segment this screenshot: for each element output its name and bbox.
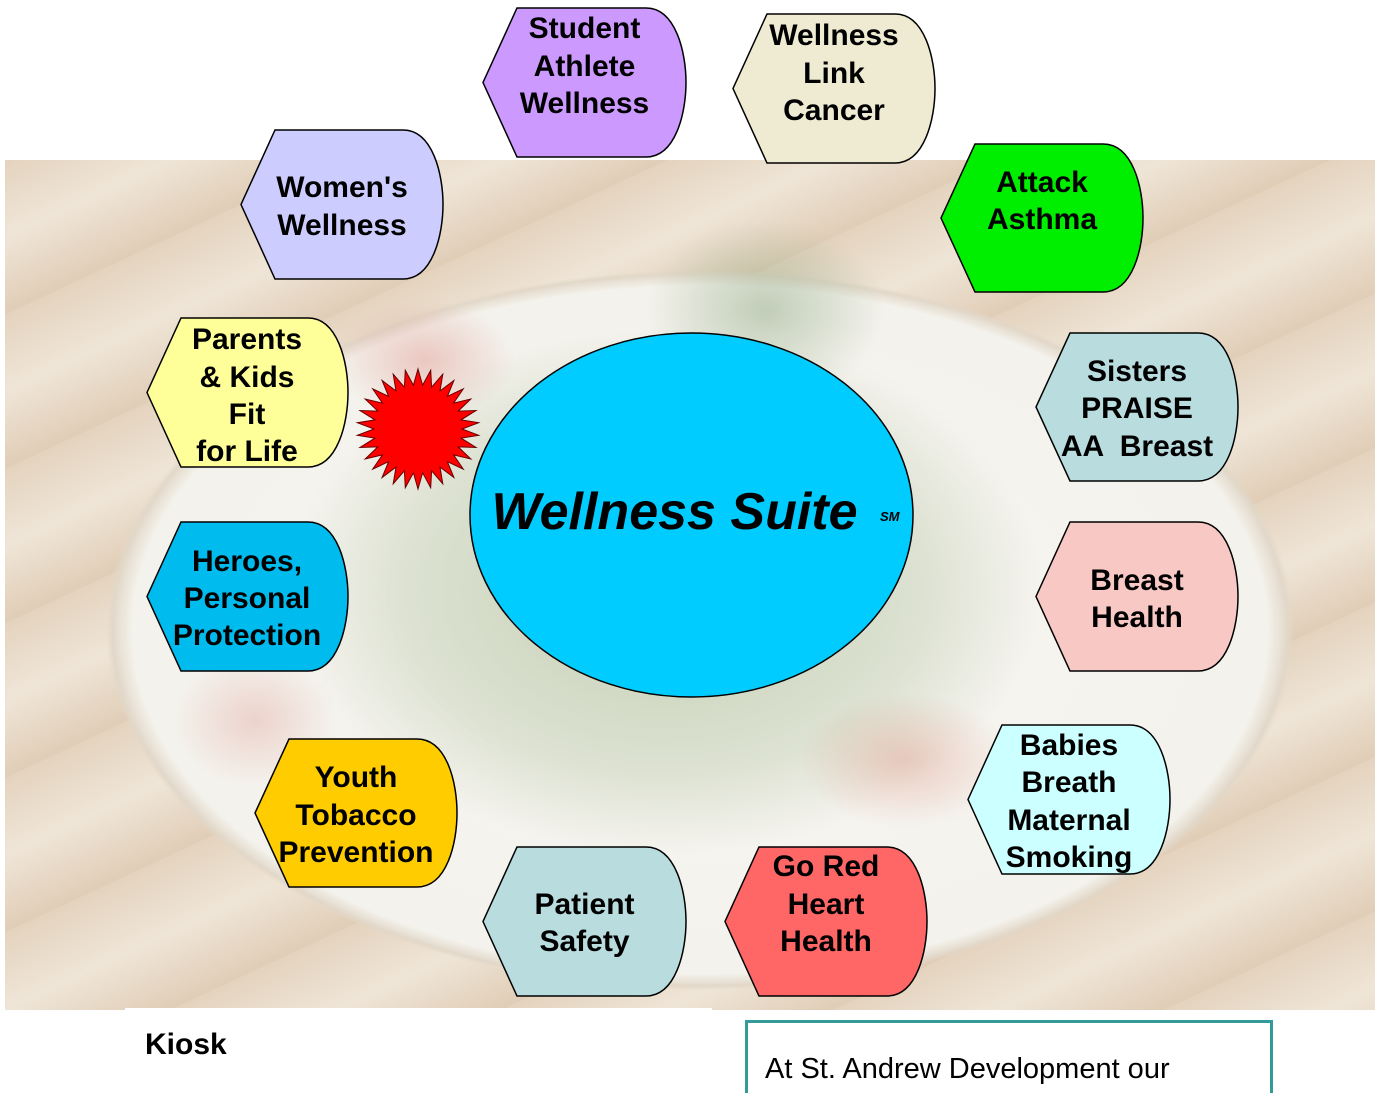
node-youth-tobacco-prevention[interactable]: Youth Tobacco Prevention xyxy=(254,738,458,888)
red-starburst-icon xyxy=(355,367,481,491)
node-shape xyxy=(724,846,928,997)
node-label-line: Personal xyxy=(184,582,311,615)
node-label-line: Asthma xyxy=(987,203,1097,236)
node-label-line: Maternal xyxy=(1007,804,1130,837)
node-shape xyxy=(967,724,1171,875)
node-go-red-heart-health[interactable]: Go Red Heart Health xyxy=(724,846,928,997)
node-label-line: Fit xyxy=(229,398,266,431)
node-shape xyxy=(254,738,458,888)
center-ellipse xyxy=(469,332,914,698)
kiosk-panel: Kiosk xyxy=(125,1008,712,1093)
info-text-box: At St. Andrew Development our xyxy=(745,1020,1273,1093)
node-label-line: Health xyxy=(780,925,872,958)
node-shape xyxy=(240,129,444,280)
center-title: Wellness Suite xyxy=(491,483,857,541)
node-label-line: Athlete xyxy=(534,50,636,83)
node-label-line: Women's xyxy=(276,171,408,204)
center-hub: Wellness Suite SM xyxy=(469,332,914,698)
node-shape xyxy=(940,143,1144,293)
node-label-line: Tobacco xyxy=(295,799,416,832)
node-label-line: Parents xyxy=(192,323,302,356)
node-label-line: Wellness xyxy=(520,87,650,120)
kiosk-heading: Kiosk xyxy=(145,1028,227,1061)
node-label-line: for Life xyxy=(196,435,298,468)
node-shape xyxy=(482,7,687,158)
node-heroes-personal-protection[interactable]: Heroes, Personal Protection xyxy=(146,521,349,672)
node-label-line: Protection xyxy=(173,619,321,652)
node-womens-wellness[interactable]: Women's Wellness xyxy=(240,129,444,280)
node-parents-kids-fit-for-life[interactable]: Parents & Kids Fit for Life xyxy=(146,317,349,468)
node-label-line: Link xyxy=(803,57,865,90)
node-label-line: Smoking xyxy=(1006,841,1133,874)
node-shape xyxy=(146,521,349,672)
service-mark: SM xyxy=(880,509,901,524)
node-label-line: Sisters xyxy=(1087,355,1187,388)
node-babies-breath-maternal-smoking[interactable]: Babies Breath Maternal Smoking xyxy=(967,724,1171,875)
info-text: At St. Andrew Development our xyxy=(765,1053,1170,1085)
node-label-line: Babies xyxy=(1020,729,1118,762)
node-label-line: Attack xyxy=(996,166,1088,199)
node-shape xyxy=(482,846,687,997)
node-label-line: Wellness xyxy=(277,209,407,242)
node-label-line: Breast xyxy=(1090,564,1183,597)
node-label-line: Safety xyxy=(539,925,629,958)
node-label-line: Heroes, xyxy=(192,545,302,578)
node-label-line: Patient xyxy=(534,888,634,921)
node-student-athlete-wellness[interactable]: Student Athlete Wellness xyxy=(482,7,687,158)
node-label-line: Student xyxy=(529,12,641,45)
node-shape xyxy=(732,13,936,164)
node-label-line: Youth xyxy=(315,761,398,794)
node-attack-asthma[interactable]: Attack Asthma xyxy=(940,143,1144,293)
node-label-line: Cancer xyxy=(783,94,885,127)
node-label-line: Prevention xyxy=(278,836,433,869)
node-label-line: Heart xyxy=(788,888,865,921)
node-patient-safety[interactable]: Patient Safety xyxy=(482,846,687,997)
node-label-line: Go Red xyxy=(773,850,880,883)
node-shape xyxy=(1035,521,1239,672)
node-label-line: PRAISE xyxy=(1081,392,1193,425)
node-breast-health[interactable]: Breast Health xyxy=(1035,521,1239,672)
node-wellness-link-cancer[interactable]: Wellness Link Cancer xyxy=(732,13,936,164)
node-shape xyxy=(1035,332,1239,482)
node-shape xyxy=(146,317,349,468)
node-label-line: & Kids xyxy=(199,361,294,394)
node-label-line: AA Breast xyxy=(1061,430,1213,463)
node-label-line: Health xyxy=(1091,601,1183,634)
node-label-line: Wellness xyxy=(769,19,899,52)
node-label-line: Breath xyxy=(1021,766,1116,799)
node-sisters-praise-aa-breast[interactable]: Sisters PRAISE AA Breast xyxy=(1035,332,1239,482)
